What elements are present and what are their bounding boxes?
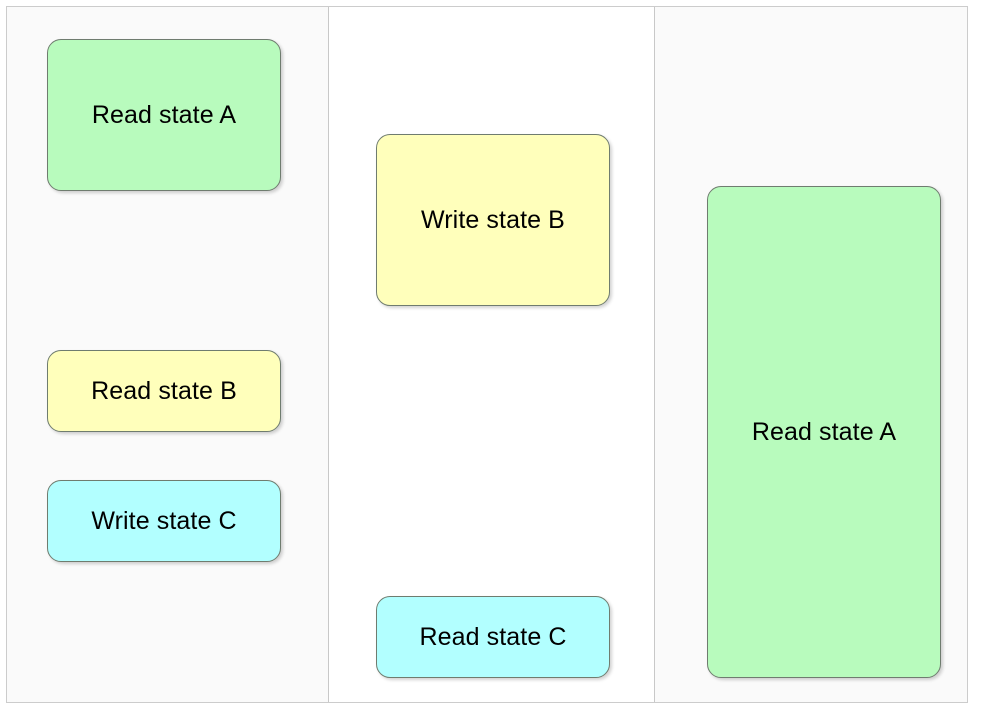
node-label: Write state C — [91, 506, 237, 535]
node-label: Read state C — [419, 622, 567, 651]
node-read-state-a-right[interactable]: Read state A — [707, 186, 941, 678]
node-label: Read state A — [751, 417, 897, 446]
node-label: Write state B — [421, 205, 565, 234]
node-write-state-c[interactable]: Write state C — [47, 480, 281, 562]
lane-middle: Write state B Read state C — [329, 7, 655, 702]
node-write-state-b[interactable]: Write state B — [376, 134, 610, 306]
node-read-state-c[interactable]: Read state C — [376, 596, 610, 678]
node-read-state-a-left[interactable]: Read state A — [47, 39, 281, 191]
lane-left: Read state A Read state B Write state C — [7, 7, 329, 702]
node-label: Read state A — [91, 100, 237, 129]
lane-right: Read state A — [655, 7, 967, 702]
node-label: Read state B — [91, 376, 237, 405]
node-read-state-b[interactable]: Read state B — [47, 350, 281, 432]
diagram-canvas: Read state A Read state B Write state C … — [6, 6, 968, 703]
